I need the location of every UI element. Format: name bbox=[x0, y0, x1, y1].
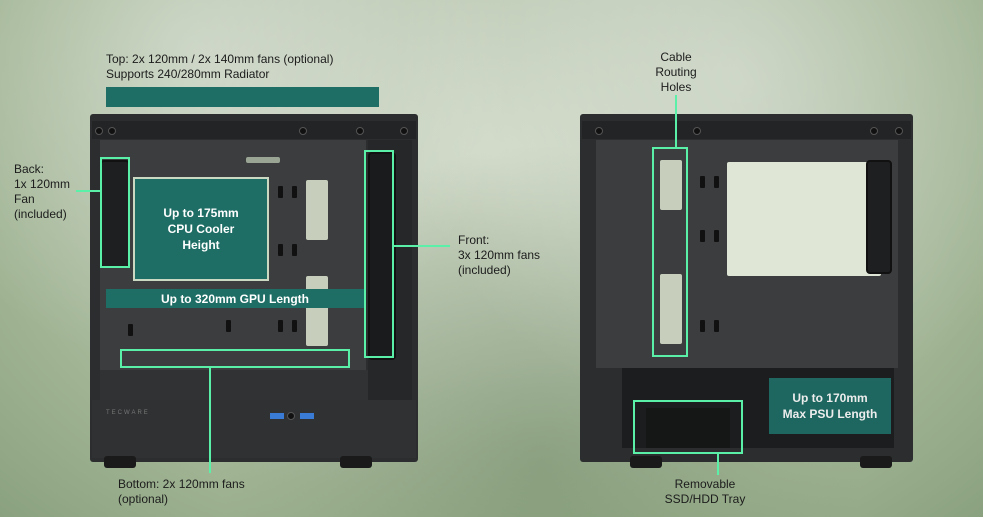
tie-slot bbox=[714, 320, 719, 332]
tray-highlight bbox=[633, 400, 743, 454]
cable-hole bbox=[660, 274, 682, 344]
screw bbox=[595, 127, 603, 135]
brand-logo: TECWARE bbox=[106, 410, 150, 416]
tie-slot bbox=[700, 320, 705, 332]
bottom-leader-line bbox=[209, 367, 211, 473]
tie-slot bbox=[714, 230, 719, 242]
tie-slot bbox=[714, 176, 719, 188]
bottom-fans-label: Bottom: 2x 120mm fans (optional) bbox=[118, 477, 245, 506]
cpu-cooler-callout: Up to 175mm CPU Cooler Height bbox=[133, 177, 269, 281]
case-foot bbox=[860, 456, 892, 468]
screw bbox=[108, 127, 116, 135]
case-foot bbox=[104, 456, 136, 468]
case-left-top-rail bbox=[92, 121, 416, 139]
screw bbox=[356, 127, 364, 135]
gpu-length-callout: Up to 320mm GPU Length bbox=[106, 289, 364, 308]
ssd-hdd-tray bbox=[646, 408, 730, 448]
case-left-bottom-panel bbox=[92, 400, 416, 458]
screw bbox=[895, 127, 903, 135]
motherboard-tray-cutout bbox=[727, 162, 881, 276]
tie-slot bbox=[278, 244, 283, 256]
rear-fan bbox=[100, 160, 130, 268]
case-right-top-rail bbox=[582, 121, 911, 139]
screw bbox=[299, 127, 307, 135]
psu-length-callout: Up to 170mm Max PSU Length bbox=[769, 378, 891, 434]
tray-leader-line bbox=[717, 453, 719, 475]
screw bbox=[95, 127, 103, 135]
power-button bbox=[287, 412, 295, 420]
tie-slot bbox=[292, 186, 297, 198]
cable-routing-label: Cable Routing Holes bbox=[655, 50, 697, 94]
back-fan-label: Back: 1x 120mm Fan (included) bbox=[14, 162, 71, 221]
motherboard-cutout bbox=[306, 276, 328, 346]
front-fan-highlight bbox=[364, 150, 394, 358]
rear-fan-back bbox=[866, 160, 892, 274]
rear-fan-highlight bbox=[100, 157, 130, 268]
case-foot bbox=[630, 456, 662, 468]
cable-grommet bbox=[246, 157, 280, 163]
tie-slot bbox=[278, 320, 283, 332]
screw bbox=[693, 127, 701, 135]
cable-leader-line bbox=[675, 95, 677, 148]
front-fan-rail bbox=[368, 152, 396, 360]
tie-slot bbox=[700, 230, 705, 242]
front-fans-label: Front: 3x 120mm fans (included) bbox=[458, 233, 541, 277]
front-io-usb bbox=[270, 413, 284, 419]
screw bbox=[400, 127, 408, 135]
tie-slot bbox=[128, 324, 133, 336]
cable-hole bbox=[660, 160, 682, 210]
screw bbox=[870, 127, 878, 135]
tie-slot bbox=[278, 186, 283, 198]
case-left-psu-shroud bbox=[100, 370, 368, 400]
top-radiator-bar bbox=[106, 87, 379, 107]
case-foot bbox=[340, 456, 372, 468]
motherboard-cutout bbox=[306, 180, 328, 240]
front-leader-line bbox=[394, 245, 450, 247]
tray-label: Removable SSD/HDD Tray bbox=[664, 477, 746, 506]
bottom-fan-highlight bbox=[120, 349, 350, 368]
front-io-usb bbox=[300, 413, 314, 419]
tie-slot bbox=[700, 176, 705, 188]
tie-slot bbox=[292, 244, 297, 256]
tie-slot bbox=[292, 320, 297, 332]
back-leader-line bbox=[76, 190, 101, 192]
tie-slot bbox=[226, 320, 231, 332]
top-fans-label: Top: 2x 120mm / 2x 140mm fans (optional)… bbox=[106, 52, 334, 81]
cable-holes-highlight bbox=[652, 147, 688, 357]
